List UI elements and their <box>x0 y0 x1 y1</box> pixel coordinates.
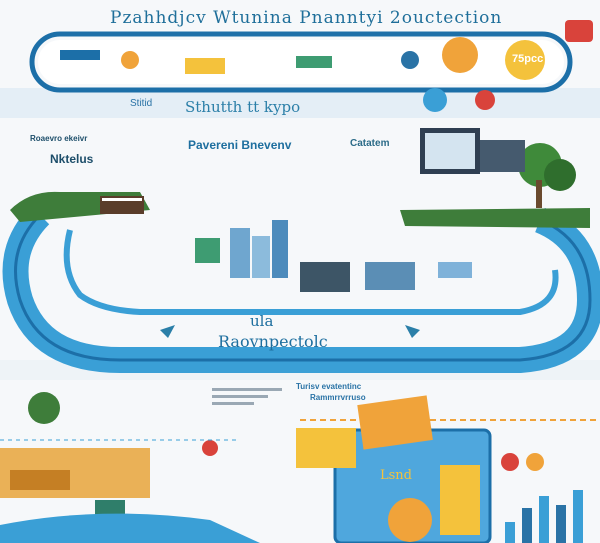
label-left-2: Nktelus <box>50 152 94 166</box>
arrow-left <box>160 325 175 338</box>
header-subtitle: Sthutth tt kypo <box>185 98 301 116</box>
lower-box-label: Lsnd <box>380 468 412 483</box>
lower-heading-2: Rammrrvrruso <box>310 393 366 402</box>
factory-icon <box>230 228 250 278</box>
hot-air-balloon-icon <box>442 37 478 73</box>
river-loop-outline <box>14 213 592 362</box>
lower-river <box>0 513 260 543</box>
label-left-1: Roaevro ekeivr <box>30 134 88 143</box>
loop-label-1: ula <box>250 312 274 330</box>
top-track <box>29 31 573 93</box>
river-inner-loop <box>63 229 559 315</box>
bar-chart-icon <box>505 490 583 543</box>
upper-band <box>0 88 600 118</box>
right-landmass <box>400 208 590 228</box>
lower-heading-1: Turisv evatentinc <box>296 382 362 391</box>
arrow-right <box>405 325 420 338</box>
label-top-left: Stitid <box>130 98 153 109</box>
text-lines-left <box>212 384 282 409</box>
loop-label-2: Raovnpectolc <box>218 332 328 351</box>
label-right-title: Catatem <box>350 138 390 149</box>
person-icon <box>121 51 139 69</box>
label-right-badge: 75pcc <box>512 53 544 65</box>
header-title: Pzahhdjcv Wtunina Pnanntyi 2ouctection <box>110 8 503 28</box>
label-center-title: Pavereni Bnevenv <box>188 138 292 152</box>
bridge-icon <box>296 56 332 68</box>
